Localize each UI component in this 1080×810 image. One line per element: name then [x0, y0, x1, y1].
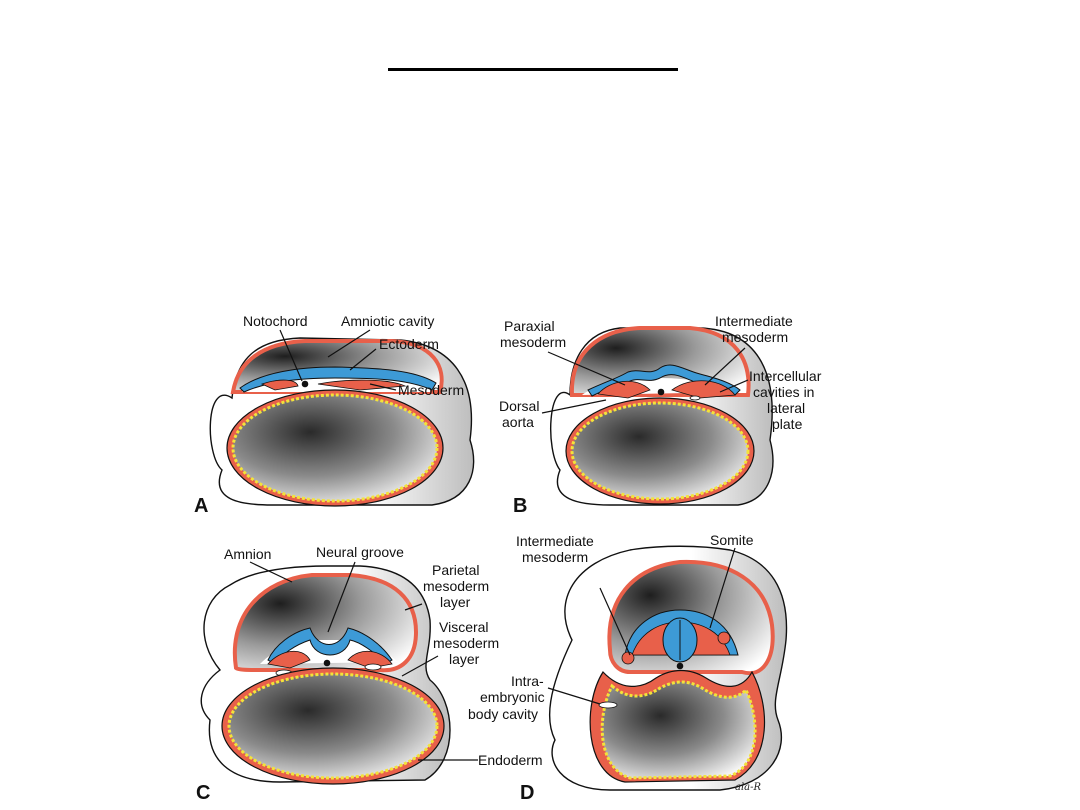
panel-letter-c: C	[196, 782, 210, 804]
panel-b-intercellular-cavity	[689, 395, 701, 401]
label-mesoderm: Mesoderm	[398, 382, 464, 398]
label-d-intermediate-2: mesoderm	[522, 549, 588, 565]
label-intermediate-1: Intermediate	[715, 313, 793, 329]
label-intercellular-1: Intercellular	[749, 368, 822, 384]
leader-ectoderm	[349, 348, 377, 371]
panel-letter-a: A	[194, 495, 208, 517]
leader-visceral	[401, 655, 439, 677]
panel-letter-d: D	[520, 782, 534, 804]
panel-letter-b: B	[513, 495, 527, 517]
label-intra-1: Intra-	[511, 673, 544, 689]
label-somite: Somite	[710, 532, 754, 548]
label-paraxial-1: Paraxial	[504, 318, 555, 334]
panel-c-mesoderm	[267, 651, 393, 669]
leader-neural-groove	[327, 561, 356, 633]
label-parietal-1: Parietal	[432, 562, 479, 578]
panel-d-right-intermediate	[717, 631, 731, 645]
artist-signature: ala-R	[735, 782, 762, 793]
leader-intermediate	[704, 347, 746, 386]
leader-d-intermediate	[599, 587, 631, 656]
panel-c-yolk-sac	[227, 672, 439, 780]
panel-c-right-cavity	[364, 663, 382, 671]
panel-b-yolk-sac	[570, 401, 750, 501]
leader-parietal	[404, 603, 423, 611]
panel-d-left-intermediate	[621, 651, 635, 665]
label-ectoderm: Ectoderm	[379, 336, 439, 352]
panel-a-mesoderm	[260, 379, 407, 391]
label-parietal-3: layer	[440, 594, 471, 610]
label-intercellular-4: plate	[772, 416, 803, 432]
label-paraxial-2: mesoderm	[500, 334, 566, 350]
leader-paraxial	[547, 351, 626, 386]
leader-amnion	[249, 561, 293, 583]
label-intra-3: body cavity	[468, 706, 538, 722]
panel-a-notochord	[301, 380, 309, 388]
panel-c: Amnion Neural groove Parietal mesoderm l…	[196, 544, 545, 804]
label-amniotic-cavity: Amniotic cavity	[341, 313, 434, 329]
label-intermediate-2: mesoderm	[722, 329, 788, 345]
label-visceral-1: Visceral	[439, 619, 489, 635]
leader-amniotic-cavity	[327, 329, 371, 358]
panel-b-notochord	[657, 388, 665, 396]
label-dorsal-1: Dorsal	[499, 398, 539, 414]
leader-dorsal-aorta	[541, 399, 607, 414]
label-intra-2: embryonic	[480, 689, 545, 705]
panel-b-mesoderm	[597, 380, 736, 399]
label-intercellular-2: cavities in	[753, 384, 814, 400]
panel-c-notochord	[323, 659, 331, 667]
label-dorsal-2: aorta	[502, 414, 534, 430]
label-visceral-3: layer	[449, 651, 480, 667]
label-d-intermediate-1: Intermediate	[516, 533, 594, 549]
panel-d: Intermediate mesoderm Somite D ala-R	[516, 532, 788, 804]
label-endoderm: Endoderm	[478, 752, 543, 768]
label-visceral-2: mesoderm	[433, 635, 499, 651]
label-neural-groove: Neural groove	[316, 544, 404, 560]
leader-somite	[709, 547, 736, 629]
leader-intra-embryonic	[547, 687, 601, 705]
label-notochord: Notochord	[243, 313, 308, 329]
panel-d-yolk-sac	[600, 680, 757, 780]
label-amnion: Amnion	[224, 546, 271, 562]
leader-notochord	[279, 329, 303, 382]
leader-intercellular	[719, 379, 749, 393]
title-rule	[388, 68, 678, 71]
leader-mesoderm	[369, 383, 397, 391]
panel-d-intraembryonic-cavity	[598, 701, 618, 709]
label-parietal-2: mesoderm	[423, 578, 489, 594]
panel-d-notochord	[676, 662, 684, 670]
panel-a-yolk-sac	[231, 393, 439, 503]
label-intercellular-3: lateral	[767, 400, 805, 416]
panel-a: Notochord Amniotic cavity Ectoderm Mesod…	[194, 313, 475, 517]
panel-b: Paraxial mesoderm Intermediate mesoderm …	[499, 313, 822, 517]
